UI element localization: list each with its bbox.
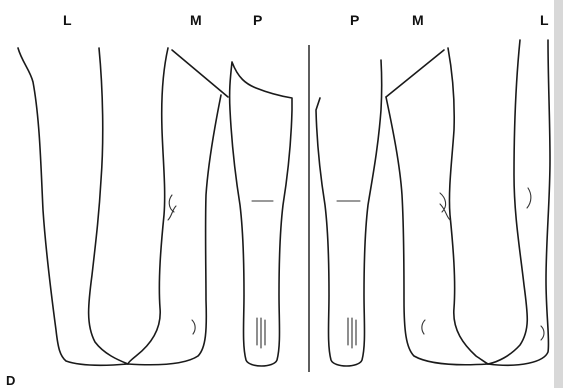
label-right-P: P: [350, 12, 359, 28]
right-panel-first-leg-outer: [386, 97, 488, 365]
label-left-P: P: [253, 12, 262, 28]
left-legs-pair: [18, 48, 228, 365]
right-posterior-tendon-lines: [348, 318, 356, 348]
right-panel-ankle-mark: [422, 320, 425, 334]
label-right-M: M: [412, 12, 424, 28]
right-posterior-leg: [316, 60, 382, 366]
right-posterior-leg-outline: [316, 60, 382, 366]
label-left-M: M: [190, 12, 202, 28]
right-panel-thigh-line: [386, 50, 444, 97]
right-legs-pair: [386, 40, 550, 365]
left-panel-second-leg-medial: [128, 48, 168, 364]
right-panel-lateral-ankle-mark: [541, 326, 544, 340]
left-panel-second-leg-lateral: [128, 95, 221, 365]
right-panel-lateral-knee-mark: [527, 188, 531, 208]
right-panel-second-leg-inner: [488, 40, 527, 364]
left-leg-lateral-outline: [18, 48, 128, 365]
right-panel-second-leg-outer: [488, 40, 550, 365]
left-posterior-tendon-lines: [257, 318, 265, 348]
panel-label: D: [6, 373, 15, 388]
left-leg-medial-outline: [89, 48, 128, 364]
left-panel-knee-mark: [168, 195, 176, 220]
page-edge-shadow: [554, 0, 563, 388]
left-panel-ankle-mark: [192, 320, 195, 334]
left-panel-thigh-line: [172, 50, 228, 97]
left-posterior-leg: [230, 62, 292, 366]
right-panel-first-leg-inner: [448, 48, 488, 364]
label-right-L: L: [540, 12, 549, 28]
right-panel-knee-mark: [440, 193, 450, 220]
label-left-L: L: [63, 12, 72, 28]
